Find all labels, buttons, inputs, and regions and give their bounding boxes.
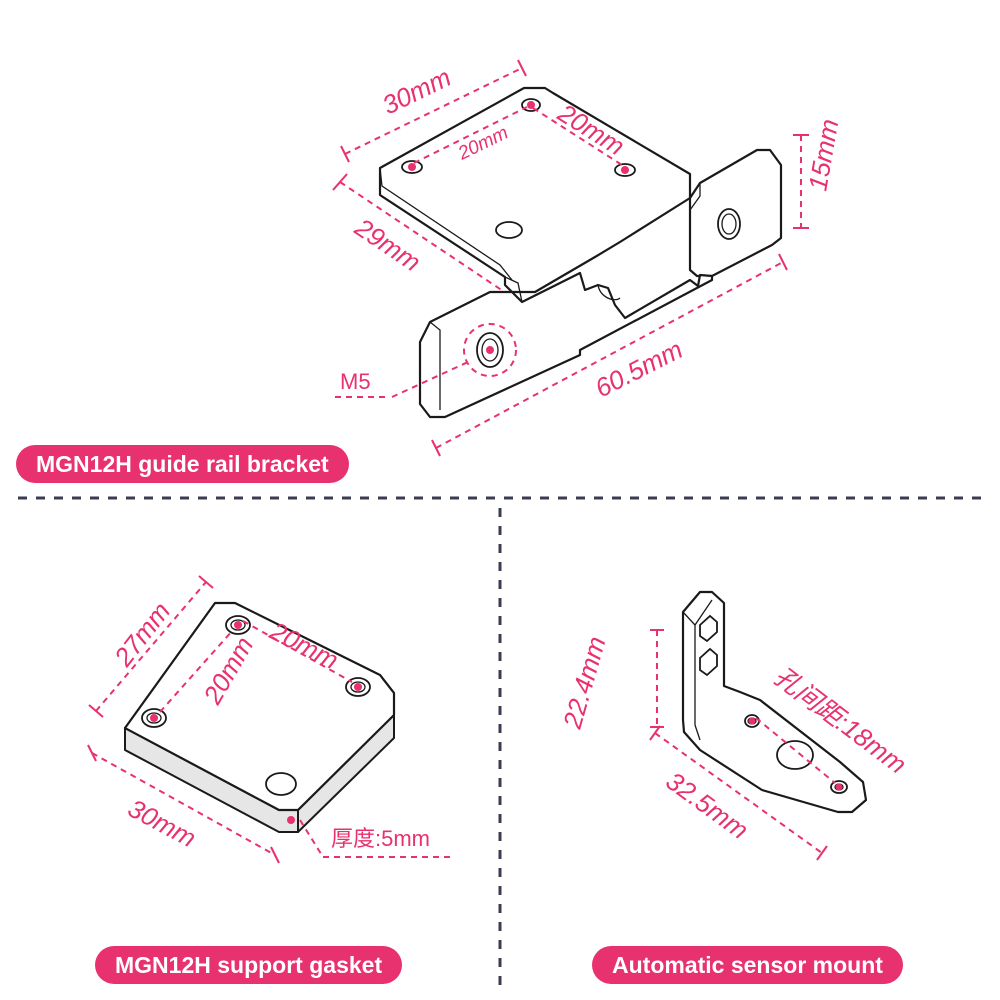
sensor-length-label: 32.5mm [660, 766, 754, 845]
support-gasket-title: MGN12H support gasket [95, 946, 403, 984]
bracket-depth-label: 29mm [349, 212, 427, 278]
bracket-width-label: 30mm [377, 62, 455, 121]
gasket-width-label: 30mm [123, 793, 201, 853]
sensor-mount-title: Automatic sensor mount [592, 946, 903, 984]
rail-bracket-title: MGN12H guide rail bracket [16, 445, 349, 483]
support-gasket-drawing [123, 601, 396, 833]
rail-bracket-dimensions [332, 59, 809, 457]
gasket-thickness-label: 厚度:5mm [331, 826, 430, 851]
bracket-height-label: 15mm [802, 117, 844, 193]
rail-bracket-drawing [378, 86, 783, 419]
bracket-length-label: 60.5mm [590, 334, 687, 403]
sensor-mount-drawing [681, 590, 868, 814]
sensor-height-label: 22.4mm [557, 633, 612, 733]
sensor-mount-dimensions [649, 629, 843, 861]
bracket-thread-label: M5 [340, 369, 371, 394]
support-gasket-dimensions [87, 575, 455, 864]
gasket-depth-label: 27mm [107, 596, 176, 672]
